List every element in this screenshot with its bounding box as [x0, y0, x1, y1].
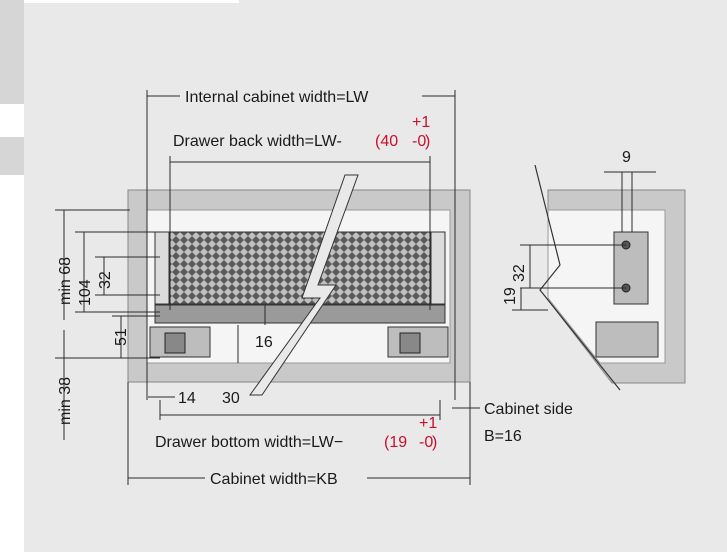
back-tol-minus: -0: [412, 133, 426, 150]
min68-label: min 68: [57, 257, 74, 305]
cabinet-side-view: 9 32 19: [502, 149, 686, 391]
inner-dimensions: 16 30 14: [148, 305, 273, 407]
back-width-close: ): [425, 133, 430, 150]
left-vertical-dimensions: min 68 min 38 104 32 51: [55, 209, 160, 440]
side-runner: [595, 321, 659, 358]
back-width-label: Drawer back width=LW-: [173, 133, 342, 150]
d16-label: 16: [255, 334, 273, 351]
side-break-line: [534, 164, 621, 391]
cabinet-width-label: Cabinet width=KB: [210, 471, 338, 488]
drawer-bottom-panel: [154, 304, 446, 324]
left-back-connector: [154, 231, 170, 305]
internal-width-label: Internal cabinet width=LW: [185, 89, 369, 106]
cabinet-side-callout: Cabinet side B=16: [452, 401, 573, 445]
rail-tab-top[interactable]: [0, 0, 24, 104]
left-runner-detail: [164, 332, 186, 354]
back-width-value: (40: [375, 133, 398, 150]
min38-label: min 38: [57, 377, 74, 425]
d14-label: 14: [178, 390, 196, 407]
d30-label: 30: [222, 390, 240, 407]
cabinet-width-dimension: Cabinet width=KB: [127, 382, 471, 488]
bottom-tol-minus: -0: [419, 434, 433, 451]
break-line: [249, 174, 359, 396]
back-tol-plus: +1: [412, 114, 430, 131]
drawer-back-panel: [154, 231, 446, 305]
back-width-dimension: Drawer back width=LW- (40 +1 -0 ): [169, 114, 431, 310]
bottom-width-label: Drawer bottom width=LW−: [155, 434, 343, 451]
d51-label: 51: [113, 328, 130, 346]
cabinet-side-label: Cabinet side: [484, 401, 573, 418]
d104-label: 104: [77, 279, 94, 306]
d32-label: 32: [97, 271, 114, 289]
bottom-width-value: (19: [384, 434, 407, 451]
rail-tab-middle[interactable]: [0, 137, 24, 175]
side-back-connector: [613, 231, 649, 305]
cabinet-front-view: [127, 174, 471, 396]
top-strip: [24, 0, 239, 3]
internal-width-dimension: Internal cabinet width=LW: [146, 86, 456, 400]
bottom-tol-plus: +1: [419, 415, 437, 432]
side-9-label: 9: [622, 149, 631, 166]
side-32-label: 32: [511, 264, 528, 282]
cabinet-side-b-label: B=16: [484, 428, 522, 445]
bottom-width-dimension: Drawer bottom width=LW− (19 +1 -0 ): [155, 400, 441, 451]
right-runner-detail: [399, 332, 421, 354]
right-back-connector: [430, 231, 446, 305]
bottom-width-close: ): [432, 434, 437, 451]
side-19-label: 19: [502, 287, 519, 305]
